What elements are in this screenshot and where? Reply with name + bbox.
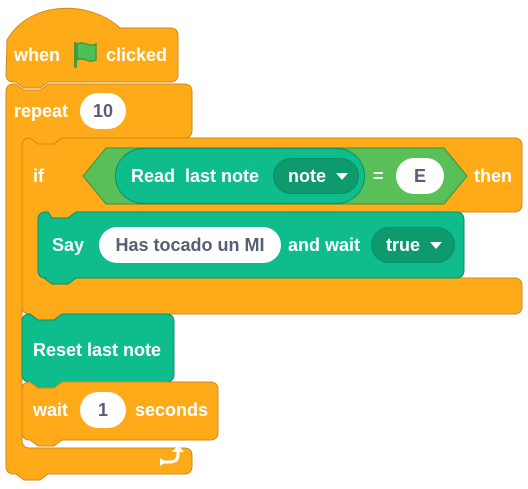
wait-dropdown-label: true bbox=[386, 234, 421, 255]
and-wait-label: and wait bbox=[288, 235, 361, 255]
repeat-count-input[interactable]: 10 bbox=[80, 93, 126, 129]
say-label: Say bbox=[52, 235, 85, 255]
if-label: if bbox=[33, 166, 44, 186]
when-label: when bbox=[14, 45, 61, 65]
chevron-down-icon bbox=[430, 241, 443, 249]
chevron-down-icon bbox=[336, 172, 348, 180]
repeat-block[interactable] bbox=[5, 83, 193, 481]
then-label: then bbox=[474, 166, 512, 186]
wait-label: wait bbox=[33, 400, 69, 420]
repeat-label: repeat bbox=[14, 101, 69, 121]
reset-last-note-label: Reset last note bbox=[33, 340, 162, 360]
green-flag-icon bbox=[74, 42, 97, 68]
note-dropdown-label: note bbox=[288, 165, 326, 186]
comparison-value-input[interactable]: E bbox=[396, 158, 444, 194]
read-last-note-label: Read last note bbox=[131, 166, 260, 186]
clicked-label: clicked bbox=[106, 45, 168, 65]
note-dropdown[interactable]: note bbox=[273, 158, 359, 194]
loop-arrow-icon bbox=[160, 445, 184, 466]
wait-dropdown[interactable]: true bbox=[371, 227, 455, 263]
wait-seconds-input[interactable]: 1 bbox=[80, 392, 126, 428]
seconds-label: seconds bbox=[135, 400, 209, 420]
say-message-input[interactable]: Has tocado un MI bbox=[99, 227, 281, 263]
equals-label: = bbox=[373, 166, 384, 186]
